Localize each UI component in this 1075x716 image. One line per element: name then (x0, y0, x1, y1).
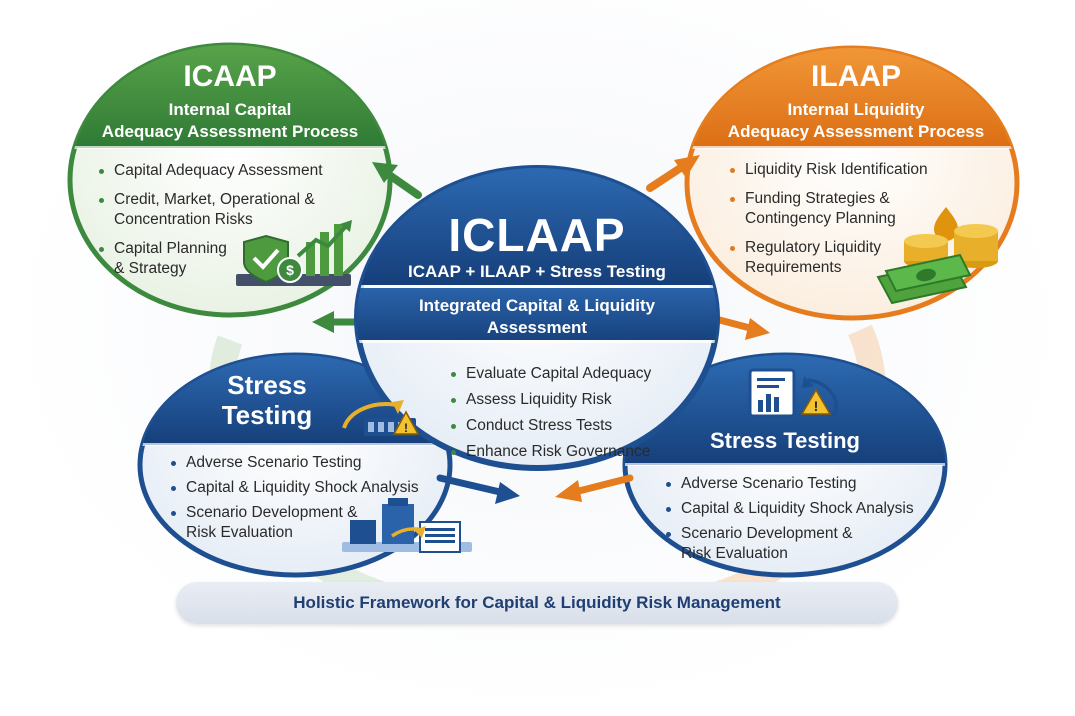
iclaap-title: ICLAAP (448, 209, 626, 261)
ilaap-item: Funding Strategies &Contingency Planning (727, 189, 928, 229)
iclaap-subtitle: ICAAP + ILAAP + Stress Testing (408, 262, 666, 281)
stress-left-item: Adverse Scenario Testing (168, 453, 419, 473)
stress-left-title-line1: Stress (227, 370, 307, 400)
svg-text:!: ! (814, 398, 819, 414)
coins-cash-icon (876, 207, 998, 305)
stress-right-item: Adverse Scenario Testing (663, 474, 914, 494)
stress-right-item: Scenario Development &Risk Evaluation (663, 524, 914, 564)
iclaap-item: Conduct Stress Tests (448, 416, 651, 436)
stress-left-list: Adverse Scenario Testing Capital & Liqui… (168, 453, 419, 552)
iclaap-item: Assess Liquidity Risk (448, 390, 651, 410)
ilaap-list: Liquidity Risk Identification Funding St… (727, 160, 928, 287)
icaap-subtitle-line2: Adequacy Assessment Process (101, 122, 359, 141)
stress-right-item: Capital & Liquidity Shock Analysis (663, 499, 914, 519)
ilaap-item: Liquidity Risk Identification (727, 160, 928, 180)
stress-left-item: Capital & Liquidity Shock Analysis (168, 478, 419, 498)
iclaap-band-line2: Assessment (486, 318, 588, 337)
icaap-item: Credit, Market, Operational &Concentrati… (96, 190, 323, 230)
stress-right-list: Adverse Scenario Testing Capital & Liqui… (663, 474, 914, 573)
iclaap-item: Enhance Risk Governance (448, 442, 651, 462)
shield-dollar-chart-icon: $ (236, 220, 352, 286)
ilaap-subtitle-line1: Internal Liquidity (787, 100, 925, 119)
icaap-subtitle-line1: Internal Capital (168, 100, 292, 119)
stress-left-item: Scenario Development &Risk Evaluation (168, 503, 419, 543)
icaap-list: Capital Adequacy Assessment Credit, Mark… (96, 161, 323, 288)
icaap-title: ICAAP (183, 60, 277, 93)
stress-left-title-line2: Testing (221, 400, 313, 430)
stress-right-title: Stress Testing (710, 428, 860, 453)
iclaap-list: Evaluate Capital Adequacy Assess Liquidi… (448, 364, 651, 468)
svg-text:$: $ (286, 262, 294, 278)
stress-chart-warning-icon: ! (342, 400, 420, 436)
buildings-document-icon (342, 498, 472, 553)
svg-text:!: ! (404, 421, 408, 435)
iclaap-band-line1: Integrated Capital & Liquidity (418, 296, 656, 315)
ilaap-title: ILAAP (811, 60, 901, 93)
footer-banner: Holistic Framework for Capital & Liquidi… (176, 582, 898, 624)
icaap-item: Capital Planning& Strategy (96, 239, 323, 279)
icaap-item: Capital Adequacy Assessment (96, 161, 323, 181)
iclaap-item: Evaluate Capital Adequacy (448, 364, 651, 384)
footer-text: Holistic Framework for Capital & Liquidi… (293, 593, 781, 612)
report-warning-icon: ! (748, 368, 838, 418)
ilaap-subtitle-line2: Adequacy Assessment Process (727, 122, 985, 141)
